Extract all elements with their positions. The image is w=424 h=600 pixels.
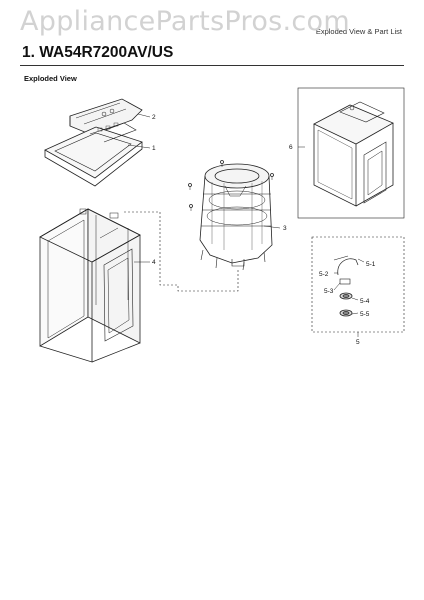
title-underline [20, 65, 404, 66]
callout-5-4: 5-4 [360, 298, 370, 305]
callout-1: 1 [152, 145, 156, 152]
callout-2: 2 [152, 114, 156, 121]
callout-5: 5 [356, 339, 360, 346]
part-6-complete-washer[interactable] [313, 101, 394, 207]
callout-5-5: 5-5 [360, 311, 370, 318]
part-4-cabinet[interactable] [39, 208, 141, 363]
callout-5-1: 5-1 [366, 261, 376, 268]
callout-3: 3 [283, 225, 287, 232]
callout-6: 6 [289, 144, 293, 151]
callout-leaders [127, 113, 365, 337]
callout-5-2: 5-2 [319, 271, 329, 278]
part-2-control-panel[interactable] [69, 98, 143, 136]
part-5-dispenser-assembly[interactable] [333, 255, 359, 317]
assembly-link-line [124, 211, 239, 292]
watermark: AppliancePartsPros.com [20, 6, 350, 37]
tub-screws [188, 160, 274, 211]
callout-5-3: 5-3 [324, 288, 334, 295]
section-label: Exploded View [24, 74, 77, 83]
model-title: 1. WA54R7200AV/US [22, 44, 174, 61]
part-3-tub-assembly[interactable] [199, 163, 273, 271]
part-6-frame [297, 87, 405, 219]
part-5-frame [311, 236, 405, 333]
part-1-top-cover[interactable] [44, 122, 143, 187]
callout-4: 4 [152, 259, 156, 266]
parts-list-label: Exploded View & Part List [315, 27, 402, 36]
